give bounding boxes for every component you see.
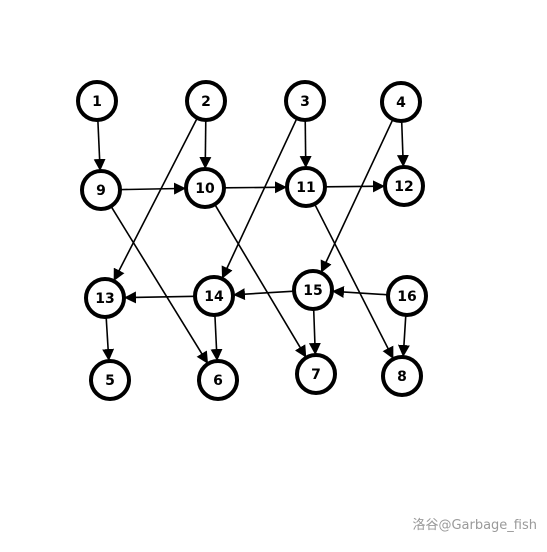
node-label: 7 (311, 367, 321, 383)
edge-2-to-10 (199, 119, 212, 170)
node-label: 4 (396, 95, 406, 111)
node-10: 10 (184, 167, 226, 209)
node-4: 4 (380, 81, 422, 123)
edge-9-to-6 (110, 205, 209, 364)
edge-15-to-14 (232, 288, 295, 301)
node-circle (284, 80, 326, 122)
edge-11-to-12 (324, 180, 386, 193)
edge-9-to-10 (119, 182, 187, 195)
node-circle (295, 353, 337, 395)
node-circle (380, 81, 422, 123)
edge-16-to-8 (397, 314, 410, 358)
node-circle (381, 355, 423, 397)
edge-4-to-12 (396, 120, 409, 168)
node-circle (80, 169, 122, 211)
edge-11-to-8 (313, 203, 394, 360)
node-circle (89, 359, 131, 401)
edge-1-to-9 (93, 119, 106, 172)
node-5: 5 (89, 359, 131, 401)
node-circle (197, 359, 239, 401)
edge-3-to-11 (299, 119, 312, 169)
node-circle (285, 166, 327, 208)
node-circle (193, 275, 235, 317)
node-label: 8 (397, 369, 407, 385)
node-2: 2 (185, 80, 227, 122)
node-label: 5 (105, 373, 115, 389)
edge-16-to-15 (331, 285, 389, 298)
node-label: 16 (397, 289, 416, 305)
node-8: 8 (381, 355, 423, 397)
node-15: 15 (292, 269, 334, 311)
node-label: 13 (95, 291, 114, 307)
edge-14-to-6 (210, 314, 223, 362)
node-label: 3 (300, 94, 310, 110)
node-label: 2 (201, 94, 211, 110)
edge-2-to-13 (113, 117, 199, 282)
node-circle (292, 269, 334, 311)
node-label: 9 (96, 183, 106, 199)
edge-15-to-7 (308, 308, 321, 356)
edge-13-to-5 (102, 316, 115, 362)
edge-10-to-11 (223, 181, 288, 194)
node-circle (76, 80, 118, 122)
edge-10-to-7 (214, 203, 307, 358)
node-label: 10 (195, 181, 215, 197)
node-12: 12 (383, 165, 425, 207)
node-circle (184, 167, 226, 209)
node-circle (84, 277, 126, 319)
edge-14-to-13 (123, 291, 196, 304)
node-label: 11 (296, 180, 315, 196)
watermark: 洛谷@Garbage_fish (412, 518, 537, 533)
node-6: 6 (197, 359, 239, 401)
node-11: 11 (285, 166, 327, 208)
node-circle (386, 275, 428, 317)
node-circle (185, 80, 227, 122)
node-circle (383, 165, 425, 207)
node-label: 12 (394, 179, 413, 195)
node-label: 1 (92, 94, 102, 110)
edge-3-to-14 (221, 117, 298, 279)
node-1: 1 (76, 80, 118, 122)
node-7: 7 (295, 353, 337, 395)
node-13: 13 (84, 277, 126, 319)
node-label: 15 (303, 283, 322, 299)
node-3: 3 (284, 80, 326, 122)
edge-4-to-15 (320, 118, 394, 273)
node-16: 16 (386, 275, 428, 317)
node-14: 14 (193, 275, 235, 317)
node-9: 9 (80, 169, 122, 211)
node-label: 6 (213, 373, 223, 389)
node-label: 14 (204, 289, 224, 305)
